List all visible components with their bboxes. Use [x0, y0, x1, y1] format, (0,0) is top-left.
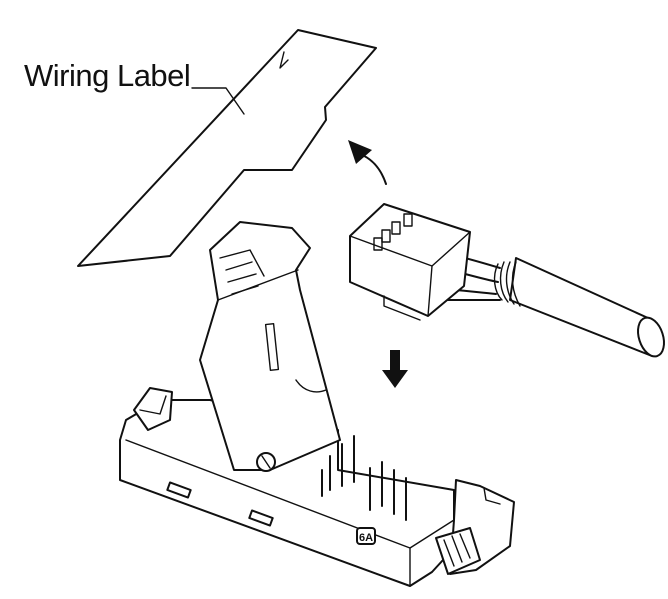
callout-leader [191, 87, 245, 115]
rotate-arrow-icon [348, 140, 387, 185]
wiring-label-strip [77, 29, 377, 267]
cable-assembly [349, 203, 665, 358]
down-arrow-icon [382, 350, 408, 388]
wiring-label-caption: Wiring Label [24, 58, 191, 93]
hinged-lever [199, 221, 341, 472]
